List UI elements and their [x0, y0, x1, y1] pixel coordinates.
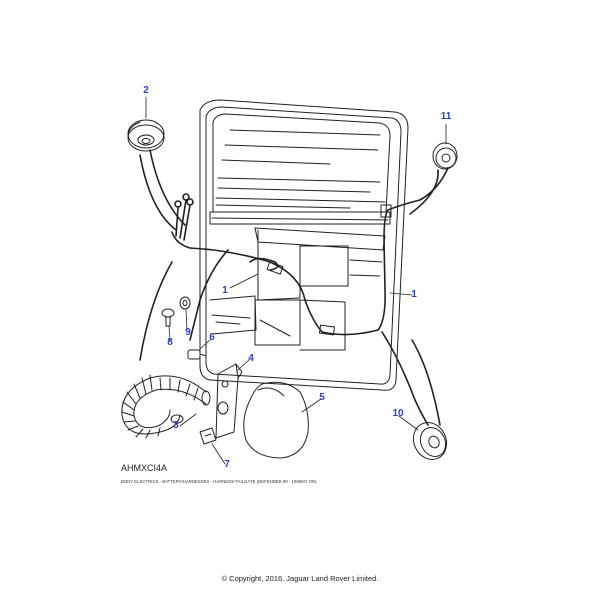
- callout-7[interactable]: 7: [224, 459, 230, 470]
- corrugated-conduit-3: [121, 374, 211, 439]
- copyright-notice: © Copyright, 2016. Jaguar Land Rover Lim…: [221, 574, 379, 583]
- callout-1-left[interactable]: 1: [222, 285, 228, 296]
- tailgate-window: [209, 113, 391, 225]
- tailgate-inner-panel: [209, 227, 386, 351]
- callout-9[interactable]: 9: [185, 327, 191, 338]
- tailgate-harness: [139, 149, 449, 426]
- cover-5: [243, 381, 309, 459]
- callout-11[interactable]: 11: [440, 111, 452, 122]
- callout-1-right[interactable]: 1: [411, 289, 417, 300]
- grommet-11: [432, 142, 458, 170]
- callout-4[interactable]: 4: [248, 353, 254, 364]
- leader-lines: [145, 96, 447, 465]
- bracket-4: [215, 363, 243, 439]
- callout-5[interactable]: 5: [319, 392, 325, 403]
- grommet-10: [412, 422, 448, 460]
- callout-6[interactable]: 6: [209, 332, 215, 343]
- diagram-code: AHMXCI4A: [121, 463, 168, 473]
- callout-10[interactable]: 10: [392, 408, 404, 419]
- callout-8[interactable]: 8: [167, 337, 173, 348]
- washer-9: [179, 296, 191, 310]
- harness-connector: [266, 204, 392, 336]
- callout-2[interactable]: 2: [143, 85, 149, 96]
- screw-6: [187, 349, 207, 360]
- tailgate-frame: [199, 99, 409, 391]
- clip-7: [199, 427, 217, 445]
- screw-8: [161, 308, 175, 327]
- grommet-2: [127, 119, 165, 152]
- diagram-caption: BODY ELECTRICS - BATTERY/HARNESSES - HAR…: [121, 479, 317, 484]
- callout-3[interactable]: 3: [173, 420, 179, 431]
